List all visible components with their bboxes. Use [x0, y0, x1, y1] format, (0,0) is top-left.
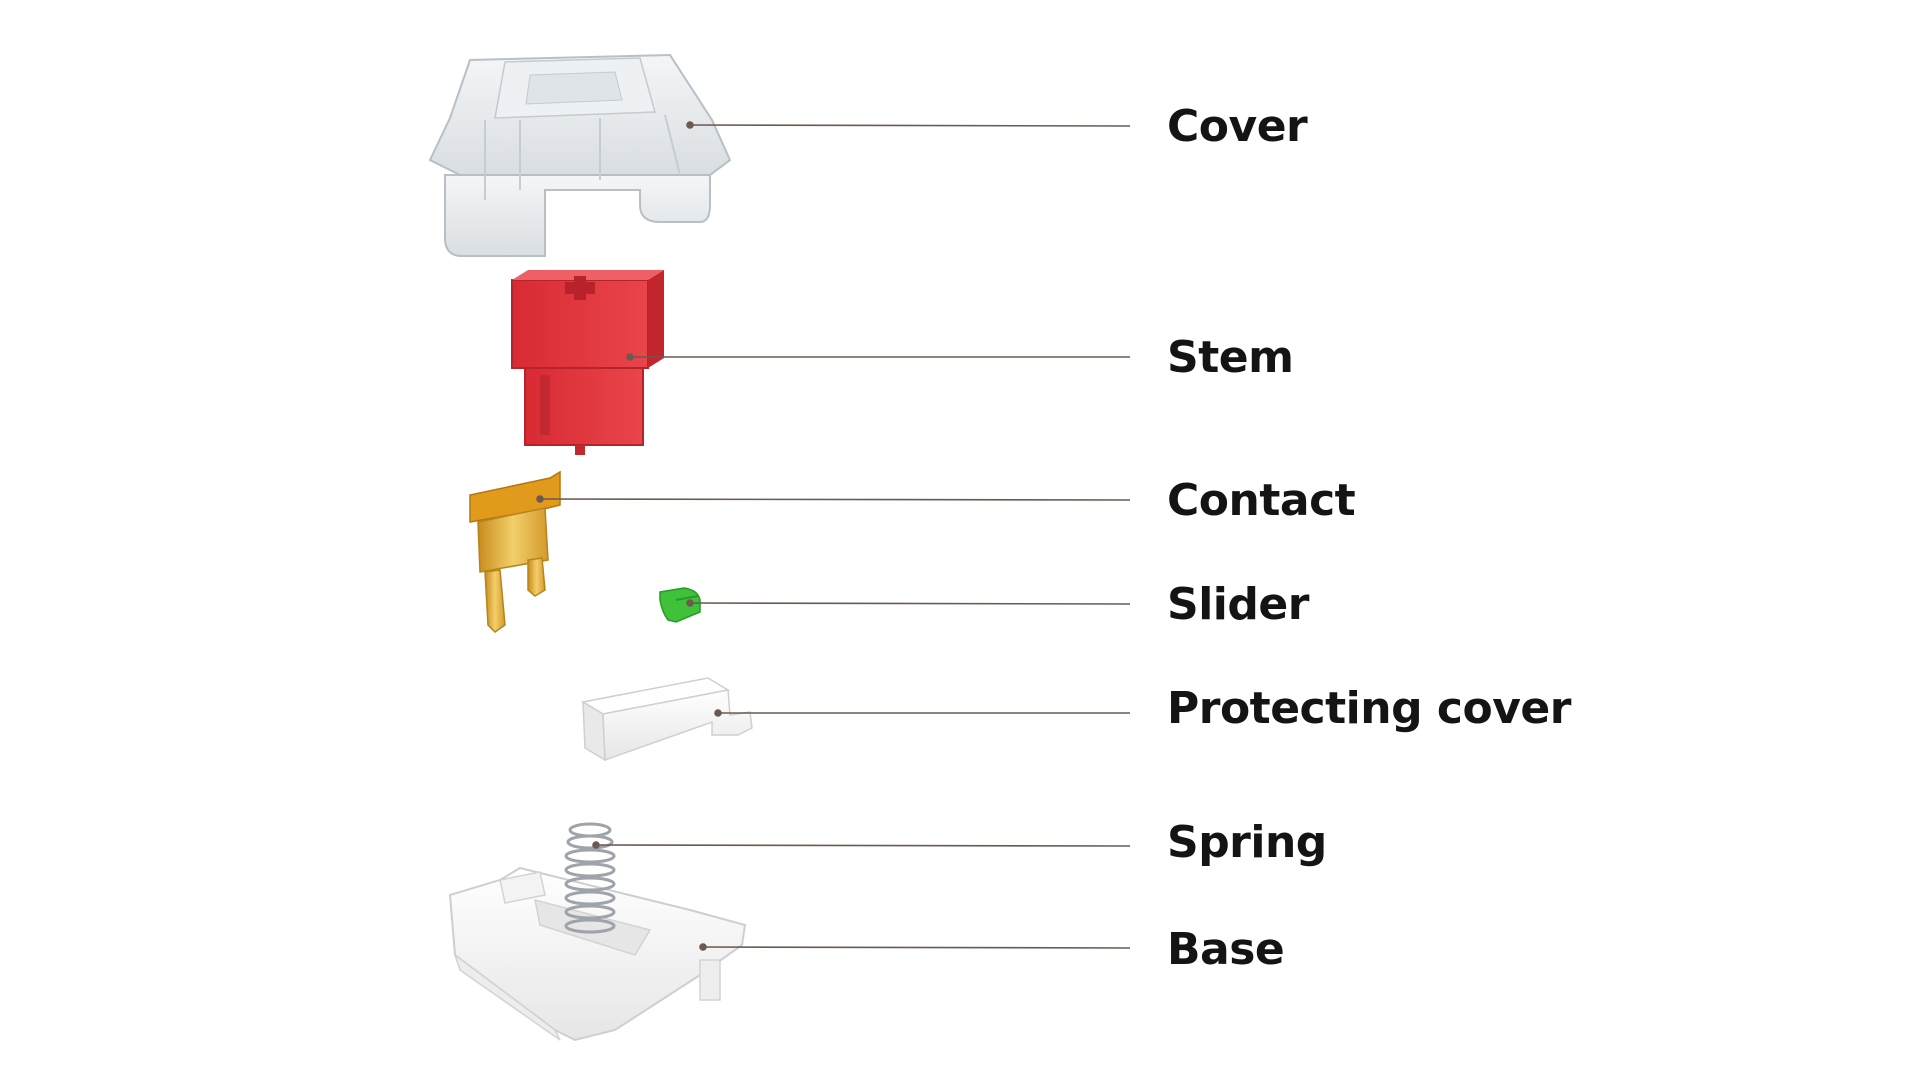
leader-lines: [536, 121, 1131, 951]
base-housing-icon: [448, 866, 747, 1042]
leader-line-cover: [686, 121, 1131, 129]
label-stem: Stem: [1167, 332, 1294, 383]
label-slider: Slider: [1167, 579, 1309, 630]
label-contact: Contact: [1167, 475, 1356, 526]
stem-icon: [511, 270, 664, 455]
leader-line-contact: [536, 495, 1131, 503]
leader-line-spring: [592, 841, 1131, 849]
label-cover: Cover: [1167, 101, 1308, 152]
protecting-cover-icon: [580, 677, 753, 762]
leader-line-stem: [626, 353, 1130, 361]
label-base: Base: [1167, 924, 1285, 975]
leader-line-base: [699, 943, 1131, 951]
label-protecting-cover: Protecting cover: [1167, 683, 1571, 734]
leader-line-protecting-cover: [714, 709, 1130, 717]
contact-leaf-icon: [469, 470, 561, 633]
spring-icon: [564, 822, 616, 934]
slider-icon: [659, 587, 701, 623]
label-spring: Spring: [1167, 817, 1327, 868]
leader-line-slider: [686, 599, 1131, 607]
cover-housing-icon: [428, 53, 732, 257]
